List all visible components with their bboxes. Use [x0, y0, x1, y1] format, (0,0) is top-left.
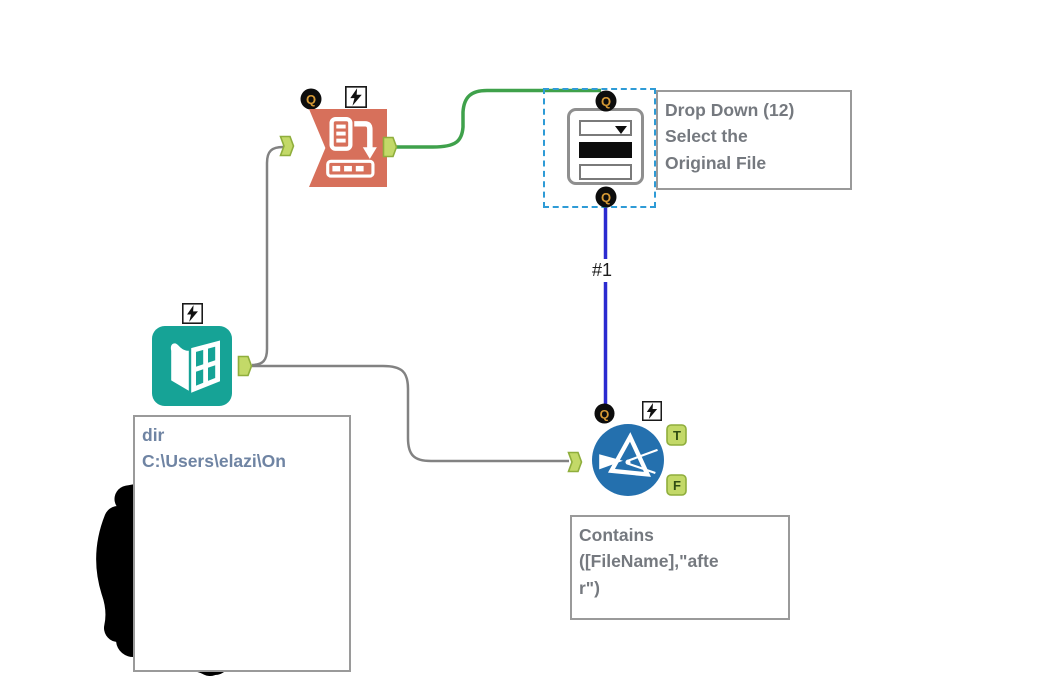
transpose-question-badge: Q: [300, 88, 322, 110]
filter-false-output-anchor[interactable]: F: [666, 474, 688, 496]
annotation-line: Contains: [579, 525, 654, 545]
filter-lightning-icon: [642, 401, 662, 421]
connection-label: #1: [588, 259, 617, 282]
annotation-line: Original File: [665, 152, 767, 173]
dropdown-icon-selected-row: [579, 142, 632, 158]
transpose-input-anchor[interactable]: [279, 135, 295, 157]
annotation-line: Select the: [665, 126, 748, 147]
wire-directory-to-transpose[interactable]: [251, 145, 284, 367]
annotation-line: dir: [142, 425, 165, 445]
wire-transpose-to-dropdown[interactable]: [396, 88, 601, 149]
dir-annotation[interactable]: dir C:\Users\elazi\On: [133, 415, 351, 672]
q-letter: Q: [601, 94, 611, 109]
annotation-line: ([FileName],"afte: [579, 551, 719, 572]
wire-directory-to-filter[interactable]: [252, 364, 569, 463]
true-anchor-letter: T: [673, 428, 681, 443]
filter-tool[interactable]: [592, 424, 664, 496]
dropdown-tool[interactable]: [567, 108, 644, 185]
annotation-line: r"): [579, 577, 600, 598]
dropdown-bottom-q-anchor[interactable]: Q: [595, 186, 617, 208]
directory-icon: [152, 326, 232, 406]
transpose-output-anchor[interactable]: [382, 136, 398, 158]
filter-true-output-anchor[interactable]: T: [666, 424, 688, 446]
annotation-line: Drop Down (12): [665, 100, 795, 120]
annotation-line: C:\Users\elazi\On: [142, 451, 286, 472]
dropdown-top-q-anchor[interactable]: Q: [595, 90, 617, 112]
transpose-tool[interactable]: [304, 109, 392, 187]
filter-input-anchor[interactable]: [567, 451, 583, 473]
filter-icon: [592, 424, 664, 496]
directory-tool[interactable]: [152, 326, 232, 406]
directory-lightning-icon: [182, 303, 203, 324]
dropdown-icon-empty-row: [579, 164, 632, 180]
filter-q-anchor[interactable]: Q: [594, 403, 615, 424]
filter-annotation[interactable]: Contains ([FileName],"afte r"): [570, 515, 790, 620]
selection-box: [543, 88, 656, 208]
q-letter: Q: [306, 92, 316, 107]
q-letter: Q: [600, 407, 610, 421]
chevron-down-icon: [615, 126, 627, 134]
q-letter: Q: [601, 190, 611, 205]
false-anchor-letter: F: [673, 478, 681, 493]
transpose-lightning-icon: [345, 86, 367, 108]
dropdown-annotation[interactable]: Drop Down (12) Select the Original File: [656, 90, 852, 190]
transpose-icon: [309, 109, 387, 187]
directory-output-anchor[interactable]: [237, 355, 253, 377]
dropdown-icon-combobox-row: [579, 120, 632, 136]
